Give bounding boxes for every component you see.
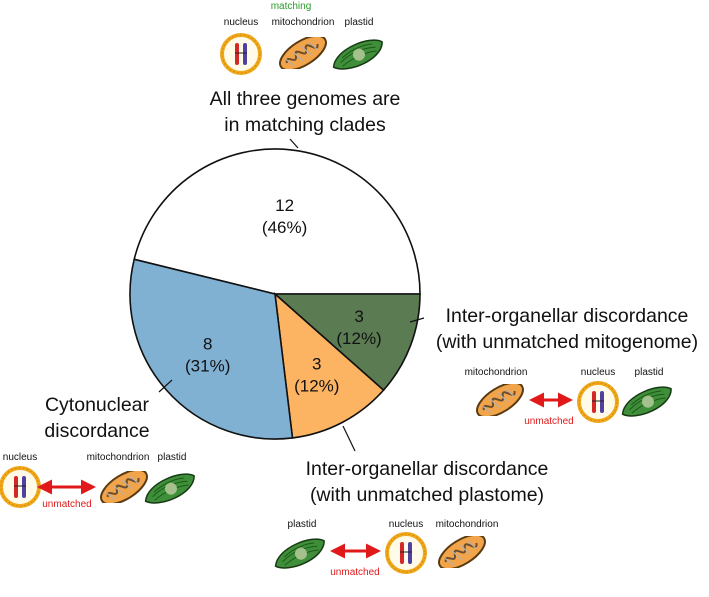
- icon-group-unmatched-plastome: plastid nucleus mitochondrion unmatched: [270, 519, 499, 578]
- nucleus-icon: [220, 33, 262, 75]
- slice-percent-2: (12%): [294, 377, 339, 396]
- plastid-icon: [270, 538, 330, 570]
- slice-percent-0: (46%): [262, 218, 307, 237]
- plastid-label: plastid: [345, 17, 374, 28]
- icon-group-unmatched-mitogenome: mitochondrion nucleus plastid unmatched: [465, 367, 677, 427]
- mitochondrion-label: mitochondrion: [272, 17, 335, 28]
- slice-label-plastome-line1: Inter-organellar discordance: [306, 458, 549, 480]
- slice-label-mitogenome-line2: (with unmatched mitogenome): [436, 331, 698, 353]
- icon-group-matching: matching nucleus mitochondrion plastid: [220, 1, 388, 75]
- plastid-label: plastid: [288, 519, 317, 530]
- mitochondrion-label: mitochondrion: [87, 452, 150, 463]
- nucleus-label: nucleus: [3, 452, 37, 463]
- pie-slice-2: [273, 292, 385, 439]
- matching-label: matching: [271, 1, 312, 12]
- slice-percent-3: (31%): [185, 357, 230, 376]
- nucleus-label: nucleus: [581, 367, 615, 378]
- mitochondrion-label: mitochondrion: [465, 367, 528, 378]
- unmatched-label: unmatched: [524, 416, 573, 427]
- nucleus-icon: [0, 466, 41, 508]
- mitochondrion-icon: [94, 471, 154, 503]
- plastid-label: plastid: [635, 367, 664, 378]
- leader-line-cytonuclear: [158, 379, 173, 393]
- nucleus-label: nucleus: [224, 17, 258, 28]
- leader-line-matching: [289, 138, 299, 149]
- nucleus-icon: [577, 381, 619, 423]
- leader-line-plastome: [342, 425, 356, 452]
- slice-label-matching-line2: in matching clades: [224, 114, 386, 136]
- slice-label-matching-line1: All three genomes are: [210, 88, 401, 110]
- slice-label-mitogenome-line1: Inter-organellar discordance: [446, 305, 689, 327]
- nucleus-icon: [385, 532, 427, 574]
- pie-slice-1: [272, 293, 421, 392]
- slice-value-3: 8: [203, 335, 212, 354]
- unmatched-label: unmatched: [330, 567, 379, 578]
- slice-value-1: 3: [354, 307, 363, 326]
- mitochondrion-icon: [432, 536, 492, 568]
- plastid-icon: [140, 473, 200, 505]
- icon-group-cytonuclear: nucleus mitochondrion plastid unmatched: [0, 452, 200, 510]
- mitochondrion-icon: [470, 384, 530, 416]
- leader-line-mitogenome: [409, 317, 425, 323]
- slice-percent-1: (12%): [336, 329, 381, 348]
- plastid-label: plastid: [158, 452, 187, 463]
- slice-label-cytonuclear-line2: discordance: [44, 420, 149, 442]
- mitochondrion-label: mitochondrion: [436, 519, 499, 530]
- slice-label-cytonuclear-line1: Cytonuclear: [45, 394, 150, 416]
- unmatched-label: unmatched: [42, 499, 91, 510]
- plastid-icon: [617, 386, 677, 418]
- pie-slice-0: [133, 148, 421, 295]
- slice-value-0: 12: [275, 196, 294, 215]
- slice-value-2: 3: [312, 355, 321, 374]
- slice-label-plastome-line2: (with unmatched plastome): [310, 484, 544, 506]
- pie-chart: 12 (46%) 3 (12%) 3 (12%) 8 (31%): [129, 148, 421, 440]
- pie-slice-3: [129, 258, 294, 440]
- mitochondrion-icon: [273, 37, 333, 69]
- nucleus-label: nucleus: [389, 519, 423, 530]
- plastid-icon: [328, 39, 388, 71]
